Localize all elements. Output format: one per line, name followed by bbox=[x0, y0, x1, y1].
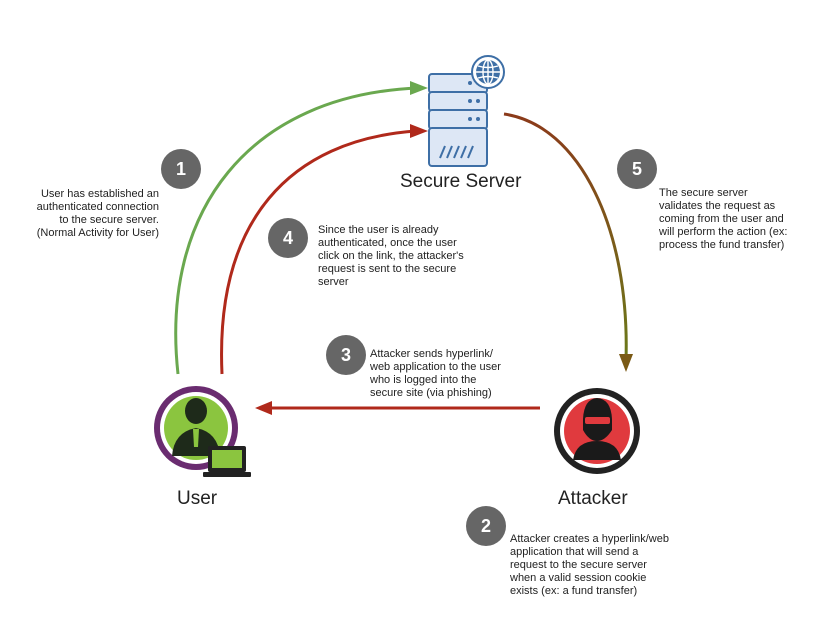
arrow-user-to-server-red bbox=[220, 129, 417, 375]
step-3-line: who is logged into the bbox=[370, 374, 477, 386]
step-5-line: The secure server bbox=[659, 187, 748, 199]
arrowhead-green bbox=[410, 81, 428, 95]
step-2-line: application that will send a bbox=[510, 546, 639, 558]
step-5-line: validates the request as bbox=[659, 200, 776, 212]
step-4-badge-circle bbox=[268, 218, 308, 258]
step-4-line: authenticated, once the user bbox=[318, 237, 457, 249]
step-4-number: 4 bbox=[282, 228, 293, 248]
step-5-line: coming from the user and bbox=[659, 213, 784, 225]
step-4-description: Since the user is already authenticated,… bbox=[318, 224, 464, 289]
step-3-line: secure site (via phishing) bbox=[370, 387, 492, 399]
step-3-badge-circle bbox=[326, 335, 366, 375]
attacker-label: Attacker bbox=[558, 488, 628, 509]
step-1-line: User has established an bbox=[40, 188, 159, 200]
step-1-number: 1 bbox=[175, 159, 186, 179]
globe-icon bbox=[471, 55, 505, 89]
arrow-server-to-attacker bbox=[503, 112, 628, 361]
step-2-line: when a valid session cookie bbox=[510, 572, 647, 584]
step-1-description: User has established an authenticated co… bbox=[8, 188, 159, 240]
step-1-line: authenticated connection bbox=[36, 201, 159, 213]
step-5-line: will perform the action (ex: bbox=[659, 226, 788, 238]
user-label: User bbox=[177, 488, 218, 509]
step-1-badge-circle bbox=[161, 149, 201, 189]
step-5-line: process the fund transfer) bbox=[659, 239, 785, 251]
step-4-line: click on the link, the attacker's bbox=[318, 250, 464, 262]
server-label: Secure Server bbox=[400, 171, 522, 192]
step-5-badge-circle bbox=[617, 149, 657, 189]
arrowhead-user bbox=[255, 401, 272, 415]
step-4-line: request is sent to the secure bbox=[318, 263, 457, 275]
step-2-line: request to the secure server bbox=[510, 559, 647, 571]
laptop-icon bbox=[203, 446, 251, 477]
step-3-description: Attacker sends hyperlink/ web applicatio… bbox=[370, 348, 501, 400]
server-icon bbox=[428, 73, 488, 167]
step-2-badge-circle bbox=[466, 506, 506, 546]
arrow-user-to-server-green bbox=[174, 86, 419, 375]
step-3-line: Attacker sends hyperlink/ bbox=[370, 348, 493, 360]
step-4-line: Since the user is already bbox=[318, 224, 439, 236]
step-5-description: The secure server validates the request … bbox=[659, 187, 787, 252]
step-2-line: exists (ex: a fund transfer) bbox=[510, 585, 638, 597]
attacker-icon bbox=[554, 388, 640, 474]
step-5-number: 5 bbox=[631, 159, 642, 179]
step-2-number: 2 bbox=[480, 516, 491, 536]
step-1-line: (Normal Activity for User) bbox=[36, 227, 159, 239]
step-1-line: to the secure server. bbox=[59, 214, 159, 226]
step-4-line: server bbox=[318, 276, 349, 288]
arrowhead-attacker bbox=[619, 354, 633, 372]
step-2-description: Attacker creates a hyperlink/web applica… bbox=[510, 533, 669, 598]
arrowhead-red-server bbox=[410, 124, 428, 138]
step-3-number: 3 bbox=[340, 345, 351, 365]
step-3-line: web application to the user bbox=[370, 361, 501, 373]
step-2-line: Attacker creates a hyperlink/web bbox=[510, 533, 669, 545]
